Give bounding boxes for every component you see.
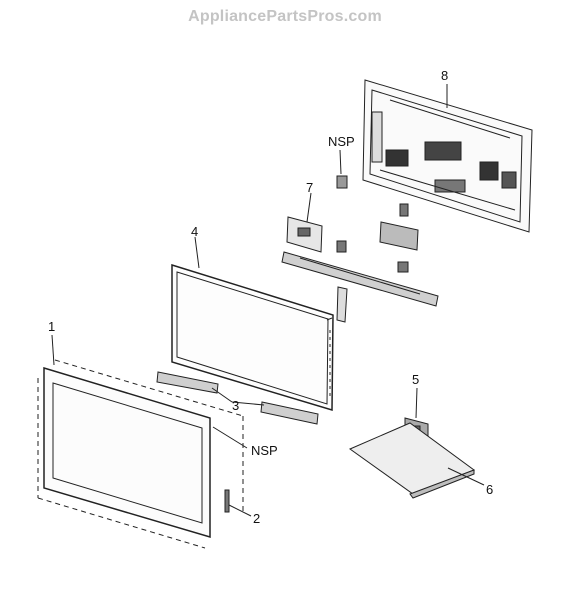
callout-8: 8 — [441, 68, 448, 83]
part-4-panel — [171, 263, 334, 412]
callout-6: 6 — [486, 482, 493, 497]
part-1-front-bezel — [37, 359, 244, 549]
callout-5: 5 — [412, 372, 419, 387]
side-connector — [336, 286, 348, 323]
nsp-bracket-top — [336, 175, 348, 189]
callout-4: 4 — [191, 224, 198, 239]
callout-2: 2 — [253, 511, 260, 526]
stand-bracket — [336, 203, 419, 273]
callout-3: 3 — [232, 398, 239, 413]
callout-7: 7 — [306, 180, 313, 195]
callout-nsp-bottom: NSP — [251, 443, 278, 458]
leader-lines — [51, 84, 485, 517]
part-6-stand-base — [348, 422, 476, 499]
part-7-board — [286, 216, 323, 253]
callout-1: 1 — [48, 319, 55, 334]
site-watermark: AppliancePartsPros.com — [188, 8, 382, 25]
callout-nsp-top: NSP — [328, 134, 355, 149]
part-2-control-strip — [224, 489, 230, 513]
speaker-bar — [281, 251, 439, 307]
part-8-rear-cover — [362, 79, 533, 233]
part-3-speakers — [156, 371, 319, 425]
